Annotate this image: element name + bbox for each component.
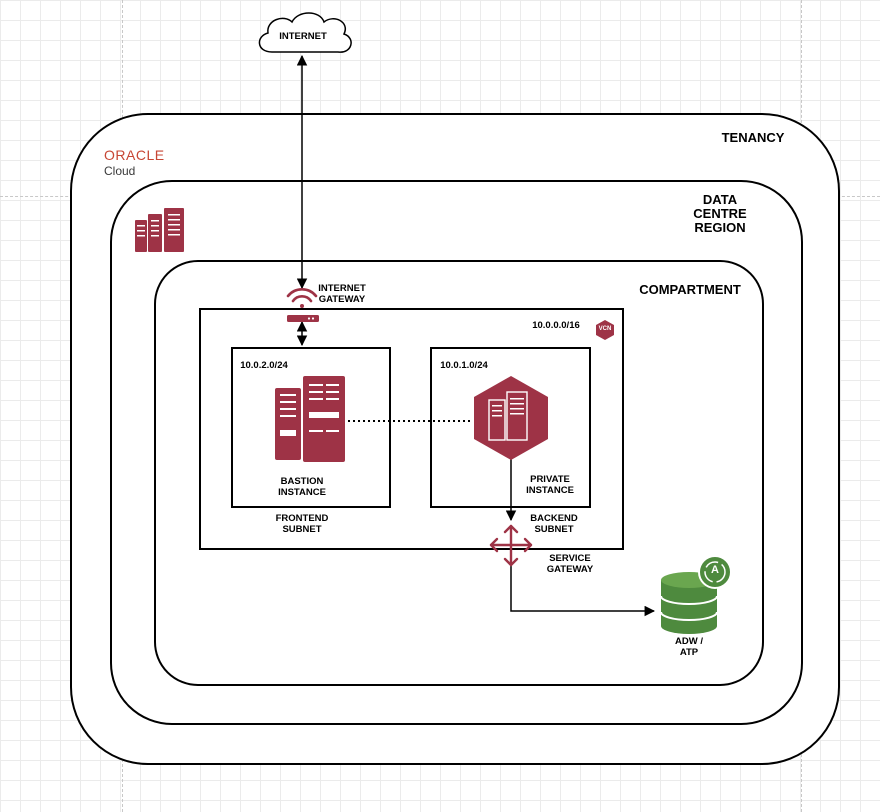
region-label: DATA CENTRE REGION xyxy=(693,192,747,235)
service-gateway-to-db-connector[interactable] xyxy=(510,566,656,617)
tenancy-label: TENANCY xyxy=(721,130,785,145)
private-instance-hexagon-icon[interactable] xyxy=(474,376,548,460)
wifi-router-icon[interactable] xyxy=(286,288,319,322)
service-gateway-arrows-icon[interactable] xyxy=(489,524,533,567)
oracle-cloud-logo: ORACLE Cloud xyxy=(104,148,165,178)
frontend-cidr-label: 10.0.2.0/24 xyxy=(240,360,288,371)
internet-gateway-label: INTERNET GATEWAY xyxy=(318,283,366,306)
backend-cidr-label: 10.0.1.0/24 xyxy=(440,360,488,371)
vcn-badge-text: VCN xyxy=(598,326,612,332)
server-rack-icon xyxy=(135,208,184,252)
autonomous-badge-icon xyxy=(698,555,732,589)
adw-atp-label: ADW / ATP xyxy=(675,636,703,659)
oracle-brand-text: ORACLE xyxy=(104,147,165,163)
backend-subnet-label: BACKEND SUBNET xyxy=(530,513,578,536)
vcn-cidr-label: 10.0.0.0/16 xyxy=(532,320,580,331)
internet-label: INTERNET xyxy=(279,31,327,42)
server-instance-icon[interactable] xyxy=(275,376,345,462)
service-gateway-label: SERVICE GATEWAY xyxy=(546,553,594,576)
compartment-label: COMPARTMENT xyxy=(639,282,741,297)
frontend-subnet-label: FRONTEND SUBNET xyxy=(275,513,329,536)
autonomous-badge-text: A xyxy=(711,564,719,576)
bastion-instance-label: BASTION INSTANCE xyxy=(278,476,326,499)
private-instance-label: PRIVATE INSTANCE xyxy=(526,474,574,497)
oracle-sub-text: Cloud xyxy=(104,164,136,178)
vcn-hexagon-icon xyxy=(596,320,614,340)
cloud-icon[interactable] xyxy=(258,12,352,53)
